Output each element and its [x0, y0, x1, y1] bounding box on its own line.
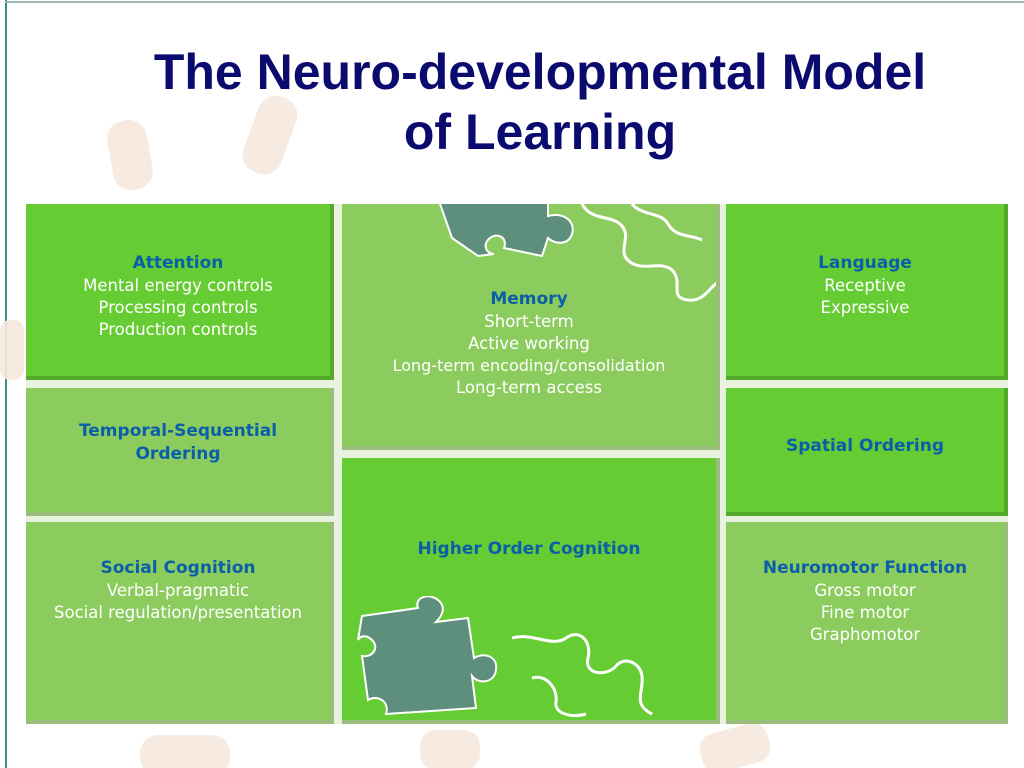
attention-item: Production controls [98, 320, 258, 339]
puzzle-piece-icon [357, 596, 498, 716]
memory-item: Short-term [484, 312, 574, 331]
neuromotor-title: Neuromotor Function [762, 558, 968, 578]
spatial-ordering-panel: Spatial Ordering [726, 388, 1008, 516]
model-diagram: Attention Mental energy controls Process… [26, 204, 1008, 724]
slide-border [5, 0, 7, 768]
puzzle-outline-icon [580, 204, 716, 302]
neuromotor-item: Graphomotor [809, 625, 921, 644]
attention-item: Mental energy controls [83, 276, 273, 295]
slide-title: The Neuro-developmental Model of Learnin… [60, 42, 1020, 162]
social-cognition-item: Verbal-pragmatic [106, 581, 250, 600]
puzzle-outline-icon [512, 633, 653, 717]
puzzle-piece-icon [439, 204, 574, 258]
temporal-sequential-title-2: Ordering [135, 444, 221, 464]
social-cognition-item: Social regulation/presentation [54, 603, 302, 622]
neuromotor-function-panel: Neuromotor Function Gross motor Fine mot… [726, 522, 1008, 724]
language-title: Language [818, 253, 912, 273]
spatial-ordering-title: Spatial Ordering [785, 436, 945, 456]
slide-border-top [5, 1, 1024, 3]
attention-title: Attention [132, 253, 224, 273]
attention-item: Processing controls [98, 298, 258, 317]
title-line-2: of Learning [403, 104, 677, 160]
title-line-1: The Neuro-developmental Model [153, 44, 927, 100]
neuromotor-item: Gross motor [814, 581, 916, 600]
memory-title: Memory [490, 289, 568, 309]
memory-item: Long-term access [456, 378, 602, 397]
social-cognition-title: Social Cognition [100, 558, 256, 578]
attention-panel: Attention Mental energy controls Process… [26, 204, 334, 380]
higher-order-cognition-panel: Higher Order Cognition [342, 458, 720, 724]
higher-order-title: Higher Order Cognition [417, 539, 641, 559]
memory-item: Long-term encoding/consolidation [392, 356, 666, 375]
memory-panel: Memory Short-term Active working Long-te… [342, 204, 720, 450]
temporal-sequential-title-1: Temporal-Sequential [78, 421, 278, 441]
language-item: Receptive [824, 276, 906, 295]
temporal-sequential-panel: Temporal-Sequential Ordering [26, 388, 334, 516]
neuromotor-item: Fine motor [820, 603, 910, 622]
memory-item: Active working [468, 334, 590, 353]
language-item: Expressive [820, 298, 910, 317]
social-cognition-panel: Social Cognition Verbal-pragmatic Social… [26, 522, 334, 724]
language-panel: Language Receptive Expressive [726, 204, 1008, 380]
